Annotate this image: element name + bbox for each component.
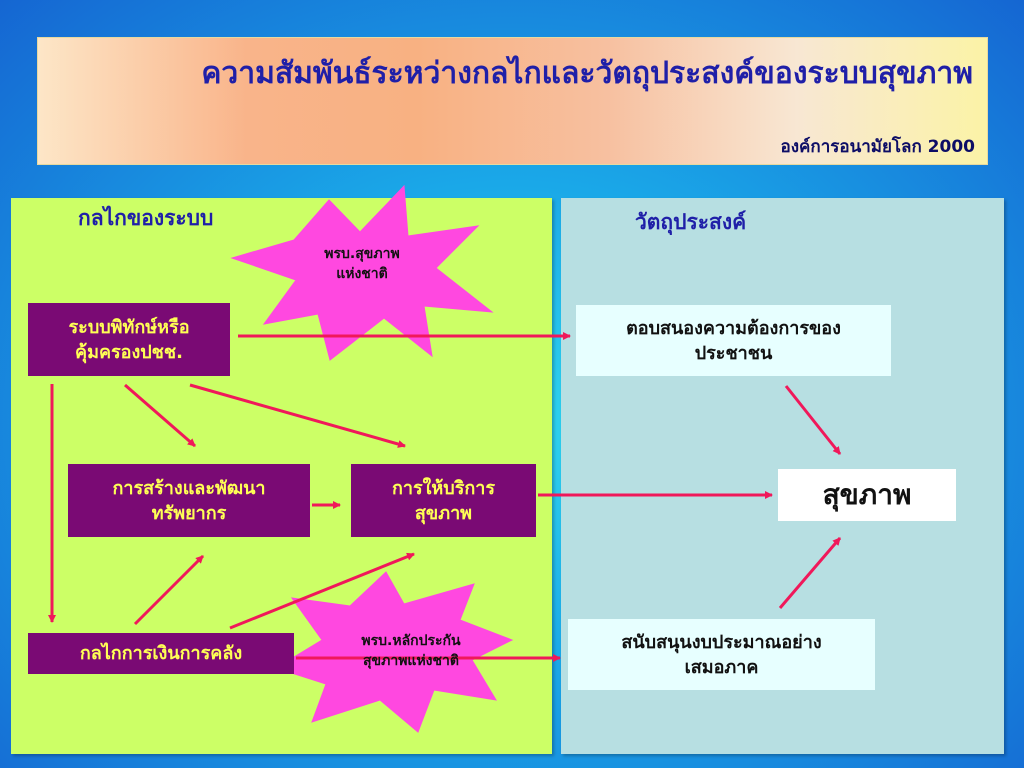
objective-label: วัตถุประสงค์ (635, 210, 747, 234)
box-service: การให้บริการ สุขภาพ (351, 464, 536, 537)
star-burst-top (230, 184, 494, 361)
arrow-stewardship-service (189, 383, 406, 448)
star-bottom-label: พรบ.หลักประกัน สุขภาพแห่งชาติ (361, 633, 461, 669)
arrow-financing-service (229, 552, 415, 630)
box-responsiveness: ตอบสนองความต้องการของ ประชาชน (576, 305, 891, 376)
mechanism-label: กลไกของระบบ (78, 206, 214, 230)
slide-subtitle: องค์การอนามัยโลก 2000 (780, 137, 975, 157)
box-resources: การสร้างและพัฒนา ทรัพยากร (68, 464, 310, 537)
arrow-responsiveness-health (784, 385, 842, 455)
slide-title: ความสัมพันธ์ระหว่างกลไกและวัตถุประสงค์ขอ… (201, 56, 973, 91)
box-health: สุขภาพ (778, 469, 956, 521)
arrow-stewardship-resources (124, 383, 196, 448)
star-burst-bottom (274, 571, 514, 733)
box-fairness: สนับสนุนงบประมาณอย่าง เสมอภาค (568, 619, 875, 690)
box-financing: กลไกการเงินการคลัง (28, 633, 294, 674)
title-banner: ความสัมพันธ์ระหว่างกลไกและวัตถุประสงค์ขอ… (37, 37, 988, 165)
star-top-label: พรบ.สุขภาพ แห่งชาติ (324, 246, 400, 282)
arrow-financing-resources (133, 554, 205, 626)
box-stewardship: ระบบพิทักษ์หรือ คุ้มครองปชช. (28, 303, 230, 376)
arrow-fairness-health (778, 537, 842, 609)
